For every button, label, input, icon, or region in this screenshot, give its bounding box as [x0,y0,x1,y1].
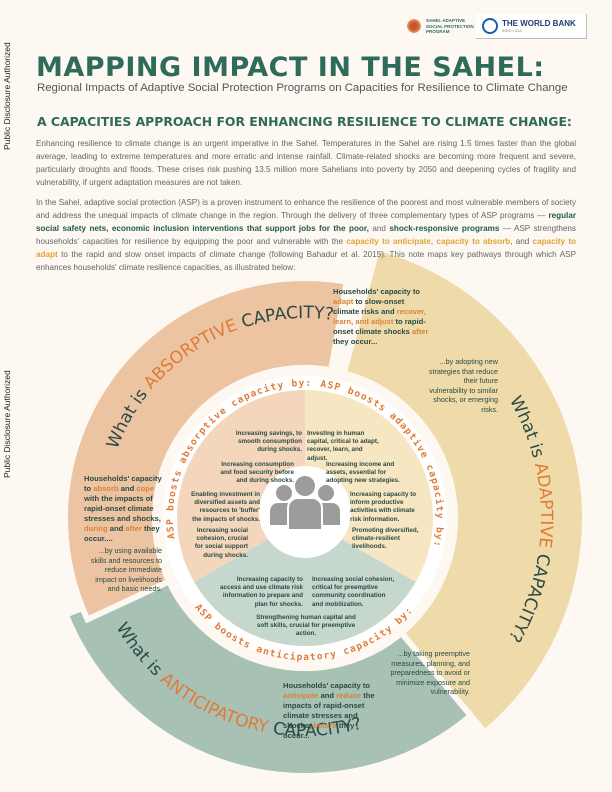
sasp-text: SOCIAL PROTECTION [426,23,474,29]
anticipatory-by: ...by taking preemptive measures, planni… [390,649,470,696]
anticipatory-inner-sector [194,518,416,646]
paragraph-1: Enhancing resilience to climate change i… [36,139,576,187]
anticipatory-definition: Households' capacity to anticipate and r… [283,681,375,740]
absorptive-band [62,275,351,624]
people-icon [270,476,340,531]
sasp-text: SAHEL ADAPTIVE [426,18,466,24]
sasp-text: PROGRAM [426,29,450,35]
adaptive-item: Investing in human capital, critical to … [307,430,379,462]
anticipatory-item: Increasing social cohesion, critical for… [312,576,395,608]
adaptive-item: Promoting diversified, climate-resilient… [352,527,419,551]
wb-sub: IBRD • IDA [502,28,522,33]
adaptive-item: Increasing capacity to inform productive… [350,491,417,523]
anticipatory-band [61,570,476,779]
paragraph-2: In the Sahel, adaptive social protection… [36,198,576,272]
anticipatory-item: Increasing capacity to access and use cl… [220,576,303,608]
absorptive-by: ...by using available skills and resourc… [90,546,162,593]
absorptive-item: Enabling investment in diversified asset… [191,491,260,523]
absorptive-definition: Households' capacity to absorb and cope … [84,474,162,543]
section-heading: A CAPACITIES APPROACH FOR ENHANCING RESI… [37,114,572,129]
absorptive-item: Increasing savings, to smooth consumptio… [235,430,302,454]
subtitle: Regional Impacts of Adaptive Social Prot… [37,82,568,94]
page-title: MAPPING IMPACT IN THE SAHEL: [36,52,545,83]
adaptive-item: Increasing income and assets, essential … [326,461,400,485]
adaptive-band [340,243,588,737]
anticipatory-item: Strengthening human capital and soft ski… [256,614,356,638]
absorptive-item: Increasing consumption and food security… [220,461,294,485]
wb-text: THE WORLD BANK [502,19,576,28]
absorptive-item: Increasing social cohesion, crucial for … [194,527,248,559]
adaptive-by: ...by adopting new strategies that reduc… [428,357,498,414]
globe-icon [482,18,498,34]
adaptive-definition: Households' capacity to adapt to slow-on… [333,287,429,346]
